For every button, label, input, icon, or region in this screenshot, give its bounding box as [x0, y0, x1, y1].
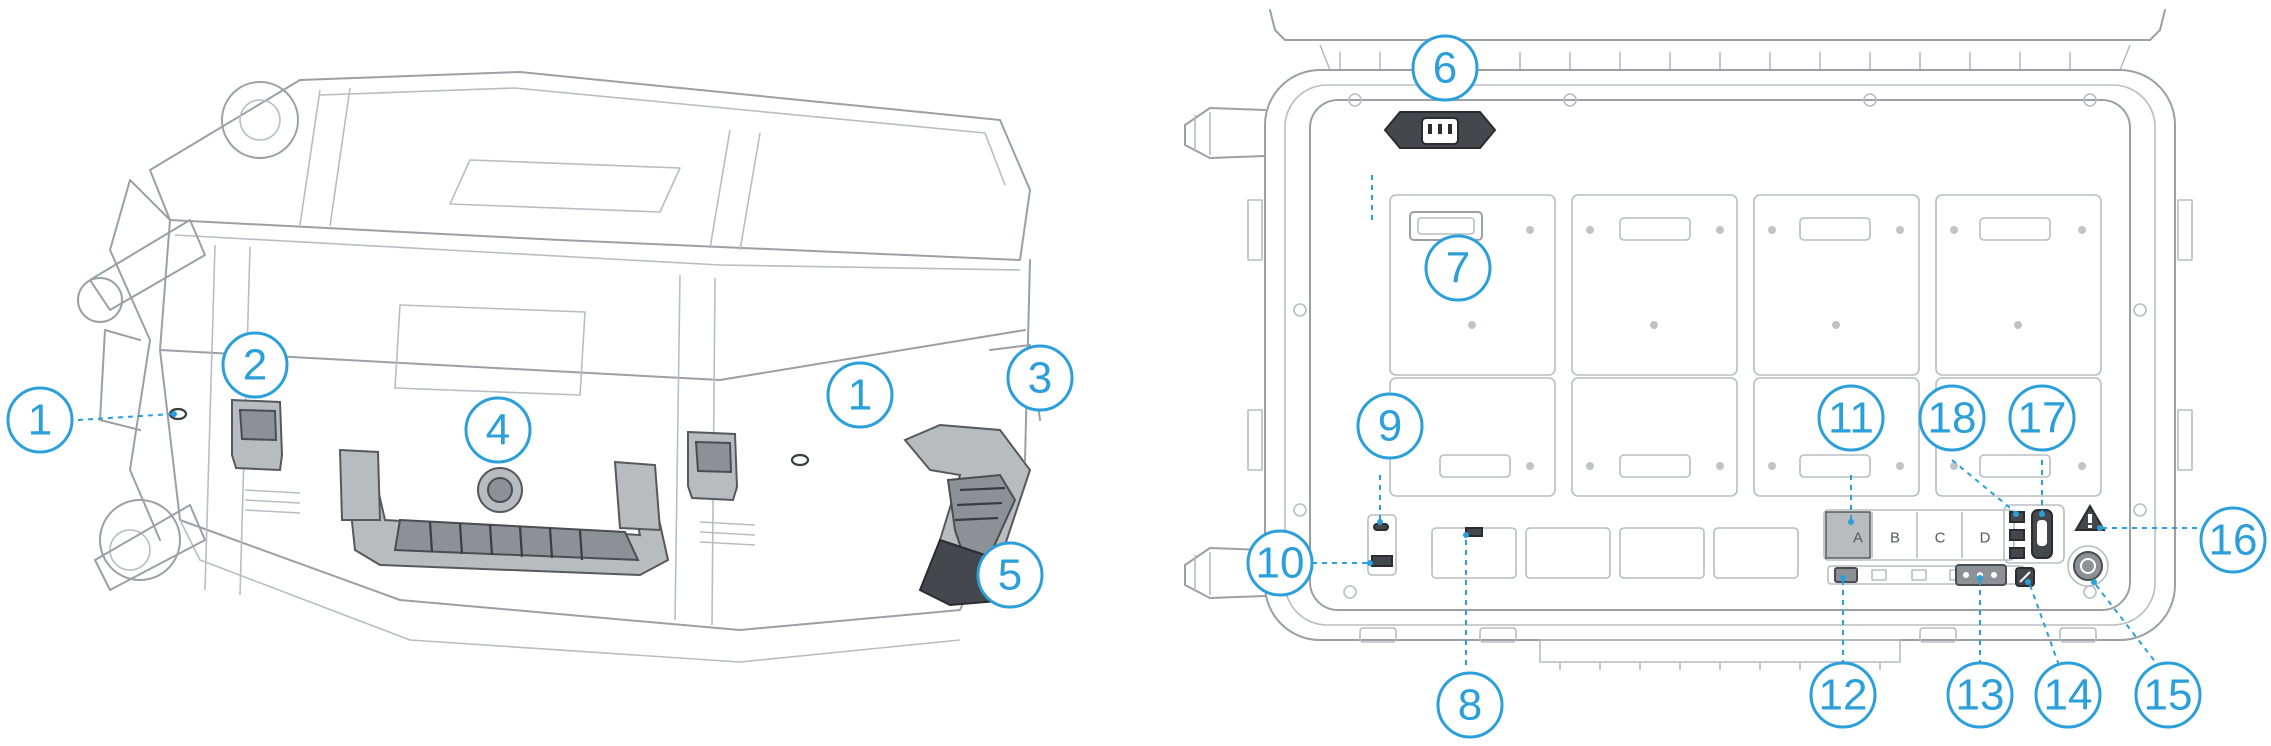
- callout-18-label: 18: [1928, 394, 1977, 443]
- bay-label-d: D: [1980, 530, 1991, 547]
- callout-4: 4: [464, 396, 532, 464]
- callout-12: 12: [1809, 661, 1877, 729]
- callout-6: 6: [1411, 34, 1479, 102]
- callout-11-label: 11: [1828, 394, 1874, 443]
- callout-14-label: 14: [2044, 671, 2093, 720]
- callout-11: 11: [1817, 384, 1885, 452]
- callout-14: 14: [2034, 661, 2102, 729]
- callout-13: 13: [1946, 661, 2014, 729]
- open-case-illustration: A B C D: [1184, 9, 2193, 670]
- callout-16: 16: [2199, 506, 2267, 574]
- callout-3-label: 3: [1028, 354, 1052, 403]
- callout-7-label: 7: [1446, 244, 1470, 293]
- bay-label-c: C: [1935, 530, 1946, 547]
- callout-5-label: 5: [998, 551, 1022, 600]
- callout-1-right: 1: [826, 361, 894, 429]
- callout-2: 2: [221, 331, 289, 399]
- callout-18: 18: [1918, 384, 1986, 452]
- callout-9: 9: [1356, 392, 1424, 460]
- callout-1-right-label: 1: [848, 371, 872, 420]
- callout-1-left-label: 1: [28, 396, 52, 445]
- callout-4-label: 4: [486, 406, 510, 455]
- callout-8-label: 8: [1458, 681, 1482, 730]
- callouts: 1 1 2 3 4 5 6 7: [6, 34, 2267, 739]
- callout-15-label: 15: [2144, 671, 2193, 720]
- callout-6-label: 6: [1433, 44, 1457, 93]
- callout-15: 15: [2134, 661, 2202, 729]
- bay-labels: A B C D: [1853, 530, 1991, 547]
- callout-10: 10: [1246, 529, 1314, 597]
- callout-17-label: 17: [2018, 394, 2067, 443]
- callout-2-label: 2: [243, 341, 267, 390]
- bay-label-a: A: [1853, 530, 1863, 547]
- callout-1-left: 1: [6, 386, 74, 454]
- callout-9-label: 9: [1378, 402, 1402, 451]
- callout-16-label: 16: [2209, 516, 2258, 565]
- callout-13-label: 13: [1956, 671, 2005, 720]
- callout-5: 5: [976, 541, 1044, 609]
- callout-7: 7: [1424, 234, 1492, 302]
- closed-case-illustration: [77, 71, 1041, 663]
- bay-label-b: B: [1890, 530, 1900, 547]
- leader-lines: [77, 175, 2236, 669]
- callout-10-label: 10: [1256, 539, 1305, 588]
- callout-12-label: 12: [1819, 671, 1868, 720]
- callout-8: 8: [1436, 671, 1504, 739]
- callout-3: 3: [1006, 344, 1074, 412]
- callout-17: 17: [2008, 384, 2076, 452]
